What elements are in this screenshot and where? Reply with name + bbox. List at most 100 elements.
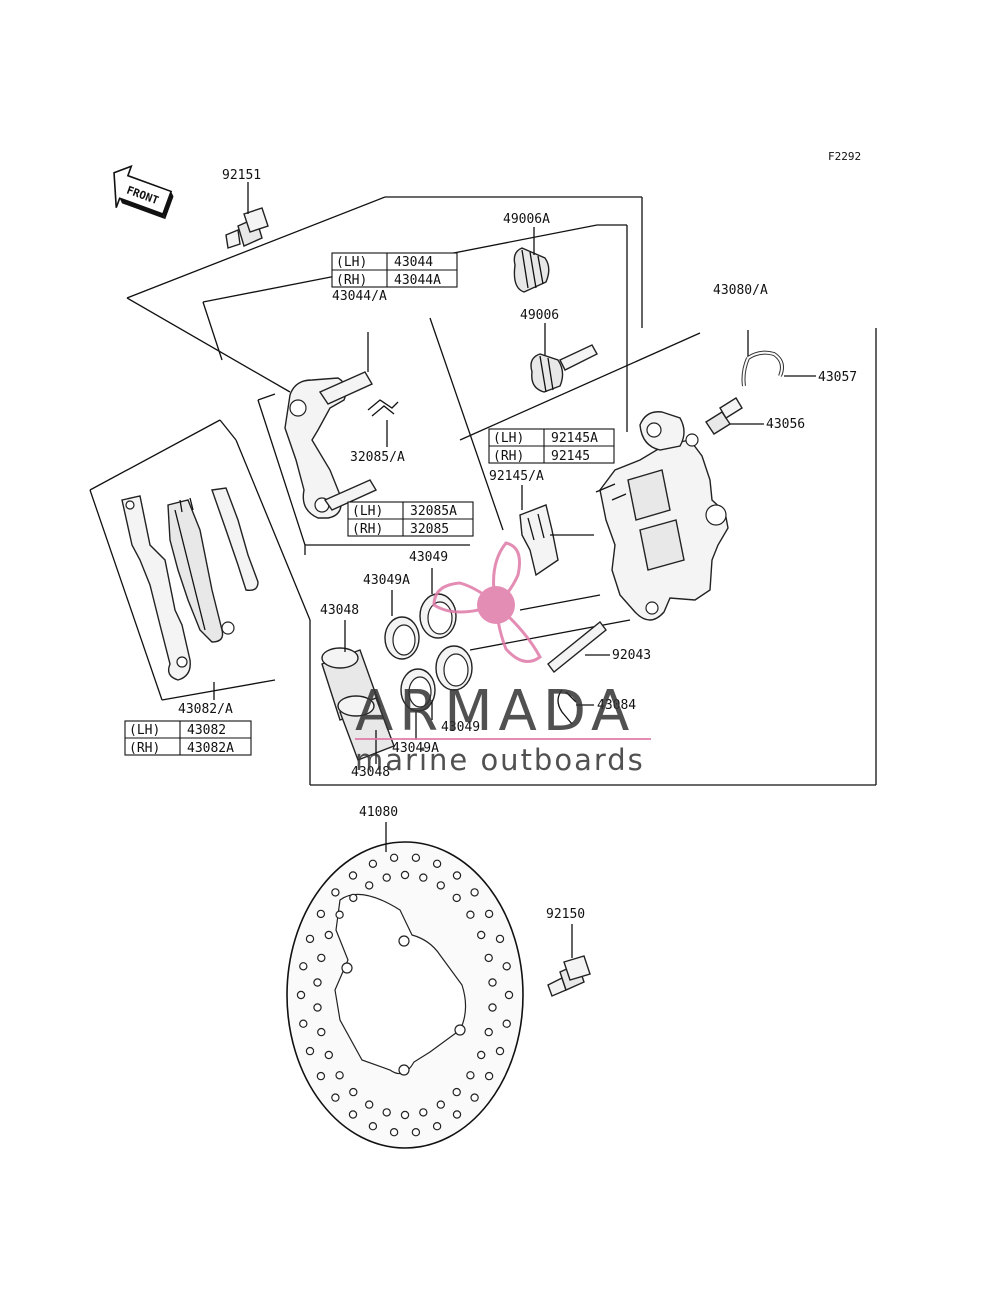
label-92150: 92150 [546,907,585,922]
rotor-drill-hole [411,1127,421,1137]
rotor-drill-hole [466,1071,475,1080]
rotor-drill-hole [296,990,306,1000]
rotor-drill-hole [299,1019,308,1028]
rotor-drill-hole [477,930,486,940]
clip-32085A [367,399,399,447]
figure-code: F2292 [828,150,861,163]
rotor-drill-hole [348,871,358,880]
hose-43057 [741,330,816,387]
table-32085-side-1: (LH) [352,504,383,519]
brake-pads [121,487,259,700]
boot-49006A [513,227,550,293]
rotor-drill-hole [348,1110,358,1119]
rotor-drill-hole [484,953,493,963]
rotor-drill-hole [316,909,326,919]
label-43049A-top: 43049A [363,573,410,588]
table-43082-part-1: 43082 [187,723,226,738]
rotor-drill-hole [389,1127,399,1137]
rotor-drill-hole [452,893,461,903]
rotor-drill-hole [349,893,358,903]
label-41080: 41080 [359,805,398,820]
rotor-drill-hole [484,1071,494,1081]
rotor-drill-hole [484,909,494,919]
rotor-drill-hole [368,1121,378,1131]
rotor-drill-hole [324,1050,333,1060]
rotor-drill-hole [432,859,442,869]
rotor-drill-hole [477,1050,486,1060]
table-43082-part-2: 43082A [187,741,234,756]
rotor-drill-hole [452,1110,462,1119]
table-92145-side-2: (RH) [493,449,524,464]
label-92151: 92151 [222,168,261,183]
rotor-drill-hole [411,853,421,863]
rotor-drill-hole [452,1087,461,1097]
rotor-drill-hole [331,1093,340,1102]
rotor-drill-hole [400,870,410,880]
rotor-drill-hole [331,888,340,897]
table-92145-side-1: (LH) [493,431,524,446]
rotor-drill-hole [305,934,315,944]
front-arrow-icon: FRONT [113,164,174,220]
rotor-drill-hole [419,873,428,882]
table-92145: (LH) 92145A (RH) 92145 [488,428,615,464]
table-32085: (LH) 32085A (RH) 32085 [347,501,474,537]
label-43048-top: 43048 [320,603,359,618]
label-43049-bot: 43049 [441,720,480,735]
table-43082: (LH) 43082 (RH) 43082A [124,720,252,756]
caliper-body [595,411,729,621]
table-32085-part-2: 32085 [410,522,449,537]
label-49006A: 49006A [503,212,550,227]
rotor-drill-hole [335,1071,344,1080]
rotor-drill-hole [488,978,497,987]
rotor-drill-hole [495,1046,505,1056]
table-43044-part-1: 43044 [394,255,433,270]
label-92145A: 92145/A [489,469,544,484]
rotor-drill-hole [299,962,308,971]
rotor-drill-hole [400,1110,410,1120]
rotor-drill-hole [419,1108,428,1117]
rotor-drill-hole [368,859,378,869]
rotor-drill-hole [436,881,445,890]
rotor-drill-hole [317,1027,326,1037]
table-43082-side-1: (LH) [129,723,160,738]
brake-rotor [286,822,524,1149]
label-43048-bot: 43048 [351,765,390,780]
label-92043: 92043 [612,648,651,663]
watermark-rule [355,738,651,740]
rotor-drill-hole [495,934,505,944]
rotor-drill-hole [324,930,333,940]
rotor-drill-hole [452,871,462,880]
pistons-seals [321,568,473,764]
pin-92043 [547,620,610,674]
pin-49006 [530,323,598,393]
propeller-logo-icon [432,541,542,663]
label-43049A-bot: 43049A [392,741,439,756]
caliper-bracket [284,332,378,519]
rotor-drill-hole [432,1121,442,1131]
rotor-drill-hole [504,990,514,1000]
watermark-tagline: marine outboards [355,743,645,777]
rotor-drill-hole [466,910,475,919]
table-43044-side-1: (LH) [336,255,367,270]
rotor-drill-hole [470,1093,479,1102]
rotor-drill-hole [349,1087,358,1097]
table-32085-part-1: 32085A [410,504,457,519]
table-43044: (LH) 43044 (RH) 43044A [331,252,458,288]
label-49006: 49006 [520,308,559,323]
armada-watermark: ARMADA marine outboards [355,541,651,777]
label-43080A: 43080/A [713,283,768,298]
rotor-drill-hole [365,881,374,890]
rotor-drill-hole [470,888,479,897]
clip-43084 [557,689,594,725]
table-32085-side-2: (RH) [352,522,383,537]
rotor-drill-hole [317,953,326,963]
table-43044-part-2: 43044A [394,273,441,288]
bolt-92150 [547,924,591,997]
label-43084: 43084 [597,698,636,713]
label-43057: 43057 [818,370,857,385]
rotor-drill-hole [389,853,399,863]
rotor-drill-hole [488,1003,497,1012]
rotor-drill-hole [313,1003,322,1012]
table-43044-side-2: (RH) [336,273,367,288]
